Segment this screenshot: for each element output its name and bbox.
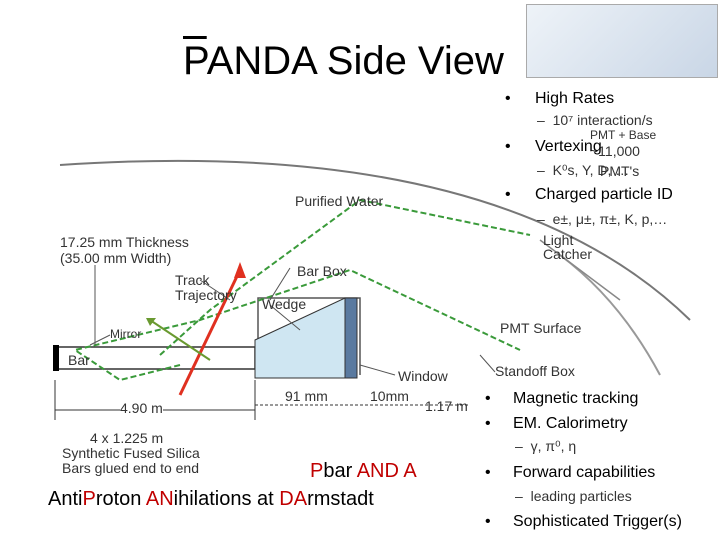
sub-em-calorimetry-text: γ, π⁰, η bbox=[530, 438, 577, 454]
sub-forward: – leading particles bbox=[515, 488, 632, 504]
label-mirror: Mirror bbox=[110, 327, 142, 341]
leader-window bbox=[359, 364, 396, 376]
title-rest: ANDA Side View bbox=[206, 39, 504, 83]
sub-charged-pid: – e±, μ±, π±, K, p,… bbox=[537, 211, 668, 227]
label-silica-1: 4 x 1.225 m bbox=[90, 430, 164, 446]
title-overlined-p: P bbox=[183, 39, 207, 83]
sub-charged-pid-text: e±, μ±, π±, K, p,… bbox=[552, 211, 668, 227]
bullet-vertexing: •Vertexing bbox=[505, 138, 602, 155]
label-pmt-surface: PMT Surface bbox=[500, 320, 582, 336]
pmt-surface-arc bbox=[559, 254, 661, 376]
label-pmt-base: PMT + Base bbox=[590, 128, 657, 142]
bullet-trigger-text: Sophisticated Trigger(s) bbox=[513, 513, 682, 530]
and-a-text: AND A bbox=[356, 460, 417, 482]
bullet-em-calorimetry-text: EM. Calorimetry bbox=[513, 415, 628, 432]
label-purified-water: Purified Water bbox=[295, 193, 384, 209]
label-count: ~11,000 bbox=[590, 143, 640, 159]
acronym-segment: rmstadt bbox=[307, 488, 374, 510]
sub-high-rates-text: 10⁷ interaction/s bbox=[552, 112, 653, 128]
panda-logo-image bbox=[526, 4, 718, 78]
mirror-end bbox=[53, 345, 59, 371]
standoff-box-outline bbox=[257, 297, 361, 375]
cone-arrowhead bbox=[146, 318, 156, 326]
label-window: Window bbox=[398, 368, 448, 384]
sub-forward-text: leading particles bbox=[530, 488, 632, 504]
track-arrowhead bbox=[234, 262, 246, 278]
light-catcher bbox=[539, 239, 621, 301]
sub-vertexing-text: K⁰s, Y, D, … bbox=[552, 162, 630, 178]
label-bar-box: Bar Box bbox=[297, 263, 347, 279]
label-dim-10: 10mm bbox=[370, 388, 409, 404]
leader-barbox bbox=[269, 267, 291, 301]
label-thickness-1: 17.25 mm Thickness bbox=[60, 234, 189, 250]
label-pmts: PMT's bbox=[600, 163, 640, 179]
label-wedge: Wedge bbox=[262, 296, 307, 312]
bullet-charged-pid: •Charged particle ID bbox=[505, 186, 673, 203]
label-dim-117: 1.17 m bbox=[425, 398, 468, 414]
label-silica-2: Synthetic Fused Silica bbox=[62, 445, 200, 461]
pbar-and-a: Pbar AND A bbox=[310, 460, 417, 483]
label-dim-490: 4.90 m bbox=[120, 400, 163, 416]
bullet-charged-pid-text: Charged particle ID bbox=[535, 186, 673, 203]
label-track-2: Trajectory bbox=[175, 287, 237, 303]
bullet-magnetic-tracking: •Magnetic tracking bbox=[485, 390, 639, 407]
leader-standoff bbox=[479, 354, 496, 373]
sub-em-calorimetry: – γ, π⁰, η bbox=[515, 438, 577, 454]
bullet-trigger: •Sophisticated Trigger(s) bbox=[485, 513, 682, 530]
label-standoff-box: Standoff Box bbox=[495, 363, 575, 379]
sub-vertexing: – K⁰s, Y, D, … bbox=[537, 162, 630, 178]
acronym-segment: Anti bbox=[48, 488, 83, 510]
label-track-1: Track bbox=[175, 272, 210, 288]
label-light-catcher-1: Light bbox=[543, 232, 574, 248]
photon-ray-2 bbox=[72, 268, 521, 382]
acronym-line: AntiProton ANihilations at DArmstadt bbox=[48, 488, 374, 511]
pbar-p-letter: P bbox=[310, 460, 324, 482]
acronym-segment: ihilations at bbox=[173, 488, 280, 510]
bullet-high-rates: •High Rates bbox=[505, 90, 615, 107]
acronym-segment: DA bbox=[279, 488, 308, 510]
bullet-forward-text: Forward capabilities bbox=[513, 464, 656, 481]
leader-track bbox=[199, 279, 231, 301]
acronym-segment: AN bbox=[145, 488, 174, 510]
track-trajectory bbox=[178, 269, 242, 396]
acronym-segment: roton bbox=[95, 488, 146, 510]
pmt-base-arc bbox=[59, 159, 691, 321]
cherenkov-cone bbox=[149, 319, 211, 361]
label-bar: Bar bbox=[68, 352, 90, 368]
leader-mirror bbox=[89, 334, 111, 346]
slide-title: PANDA Side View bbox=[183, 38, 504, 84]
pbar-rest: bar bbox=[323, 460, 357, 482]
bullet-em-calorimetry: •EM. Calorimetry bbox=[485, 415, 628, 432]
sub-high-rates: – 10⁷ interaction/s bbox=[537, 112, 653, 128]
label-light-catcher-2: Catcher bbox=[543, 246, 593, 262]
bullet-forward: •Forward capabilities bbox=[485, 464, 656, 481]
label-dim-91: 91 mm bbox=[285, 388, 328, 404]
pbar-text: Pbar bbox=[310, 460, 357, 482]
window-shape bbox=[344, 297, 358, 379]
label-silica-3: Bars glued end to end bbox=[62, 460, 199, 476]
leader-wedge bbox=[269, 304, 301, 331]
bullet-vertexing-text: Vertexing bbox=[535, 138, 602, 155]
acronym-segment: P bbox=[82, 488, 96, 510]
label-thickness-2: (35.00 mm Width) bbox=[60, 250, 172, 266]
bullet-high-rates-text: High Rates bbox=[535, 90, 615, 107]
bullet-magnetic-tracking-text: Magnetic tracking bbox=[513, 390, 639, 407]
